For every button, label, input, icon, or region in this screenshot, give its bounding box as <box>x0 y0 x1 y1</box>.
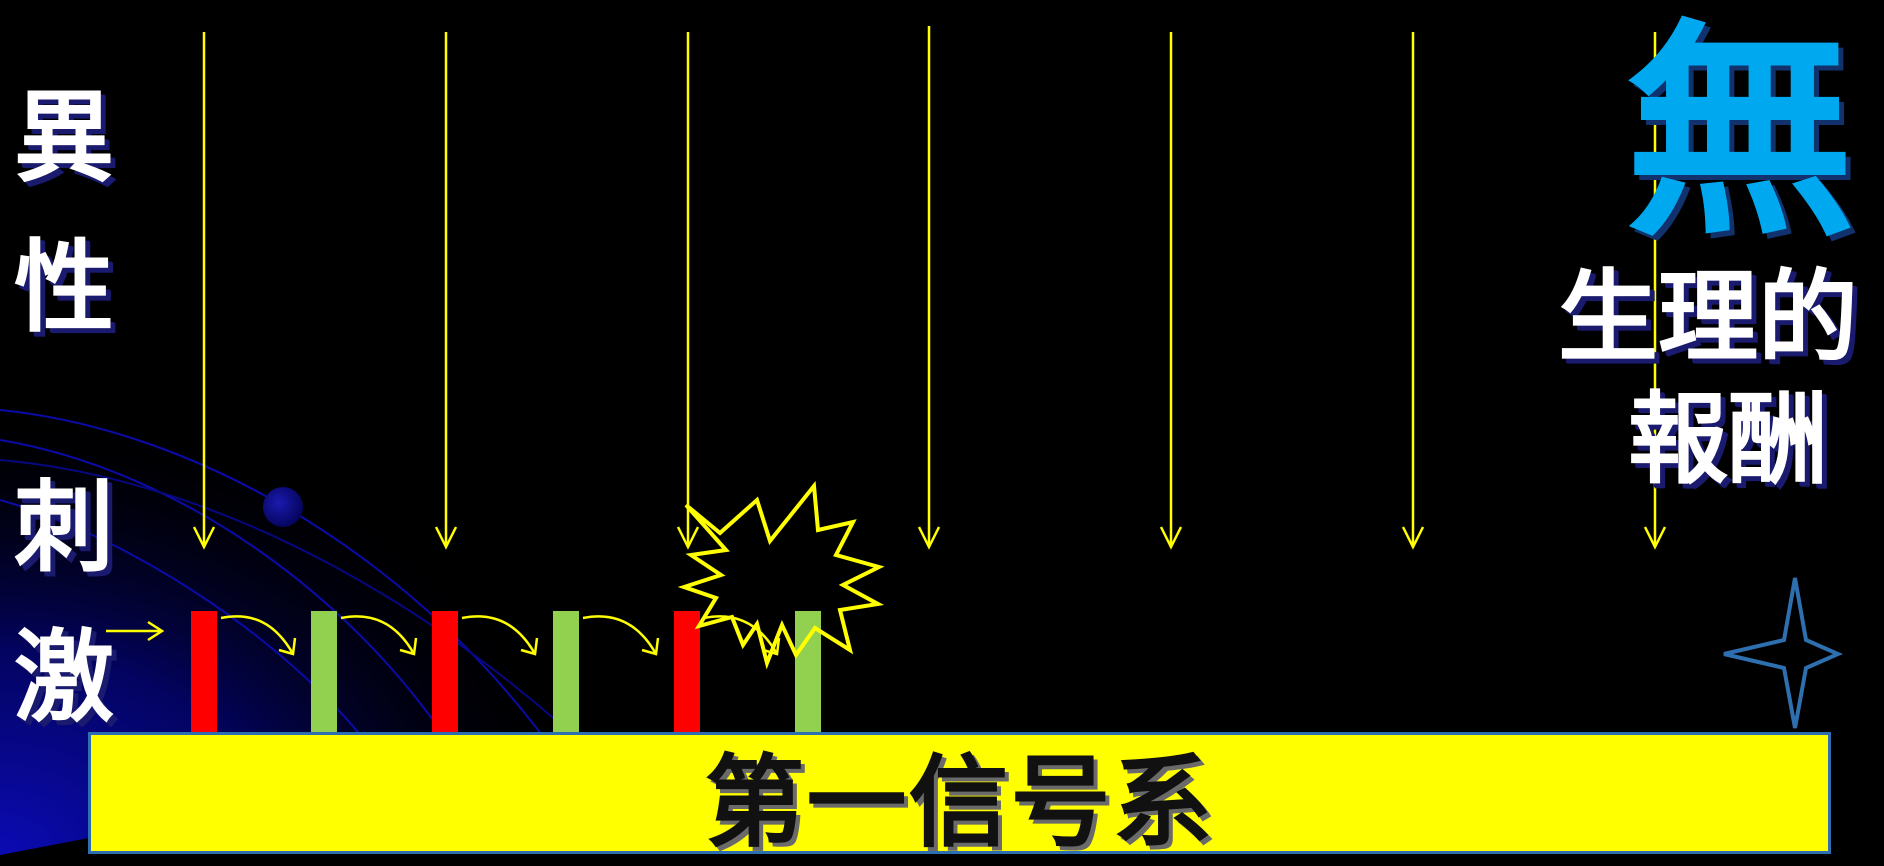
down-arrow <box>1401 32 1425 550</box>
red-bar <box>674 611 700 732</box>
signal-system-box: 第一信号系 <box>88 732 1831 861</box>
reward-label-line2: 報酬 <box>1628 381 1828 498</box>
curved-arrow-head <box>399 637 418 656</box>
left-char-4: 激 <box>14 619 114 736</box>
curved-arrow <box>582 615 658 655</box>
curved-arrow-head <box>762 637 781 656</box>
down-arrow <box>192 32 216 550</box>
down-arrow <box>434 32 458 550</box>
burst-icon <box>677 480 885 670</box>
red-bar <box>191 611 217 732</box>
left-char-3: 刺 <box>14 469 114 586</box>
signal-bars <box>191 611 821 732</box>
green-bar <box>311 611 337 732</box>
green-bar <box>553 611 579 732</box>
curved-arrow-head <box>278 637 297 656</box>
curved-arrow-head <box>641 637 660 656</box>
background-swooshes <box>0 409 621 781</box>
curved-arrow <box>340 615 416 655</box>
planet-orb-icon <box>263 487 303 527</box>
curved-arrow <box>461 615 537 655</box>
signal-system-title: 第一信号系 <box>704 743 1215 861</box>
left-char-1: 異 <box>14 79 114 196</box>
curved-arrow <box>220 615 295 655</box>
reward-label-line1: 生理的 <box>1558 259 1858 376</box>
input-arrow <box>106 620 165 642</box>
left-char-2: 性 <box>14 229 114 346</box>
curved-arrows <box>220 615 781 656</box>
four-point-star-icon <box>1723 577 1843 729</box>
down-arrow <box>1643 32 1667 550</box>
red-bar <box>432 611 458 732</box>
down-arrow <box>917 26 941 550</box>
curved-arrow-head <box>520 637 539 656</box>
curved-arrow <box>703 615 779 655</box>
down-arrow <box>1159 32 1183 550</box>
down-arrow <box>676 32 700 550</box>
none-label: 無 <box>1625 1 1856 268</box>
down-arrows <box>192 26 1667 550</box>
